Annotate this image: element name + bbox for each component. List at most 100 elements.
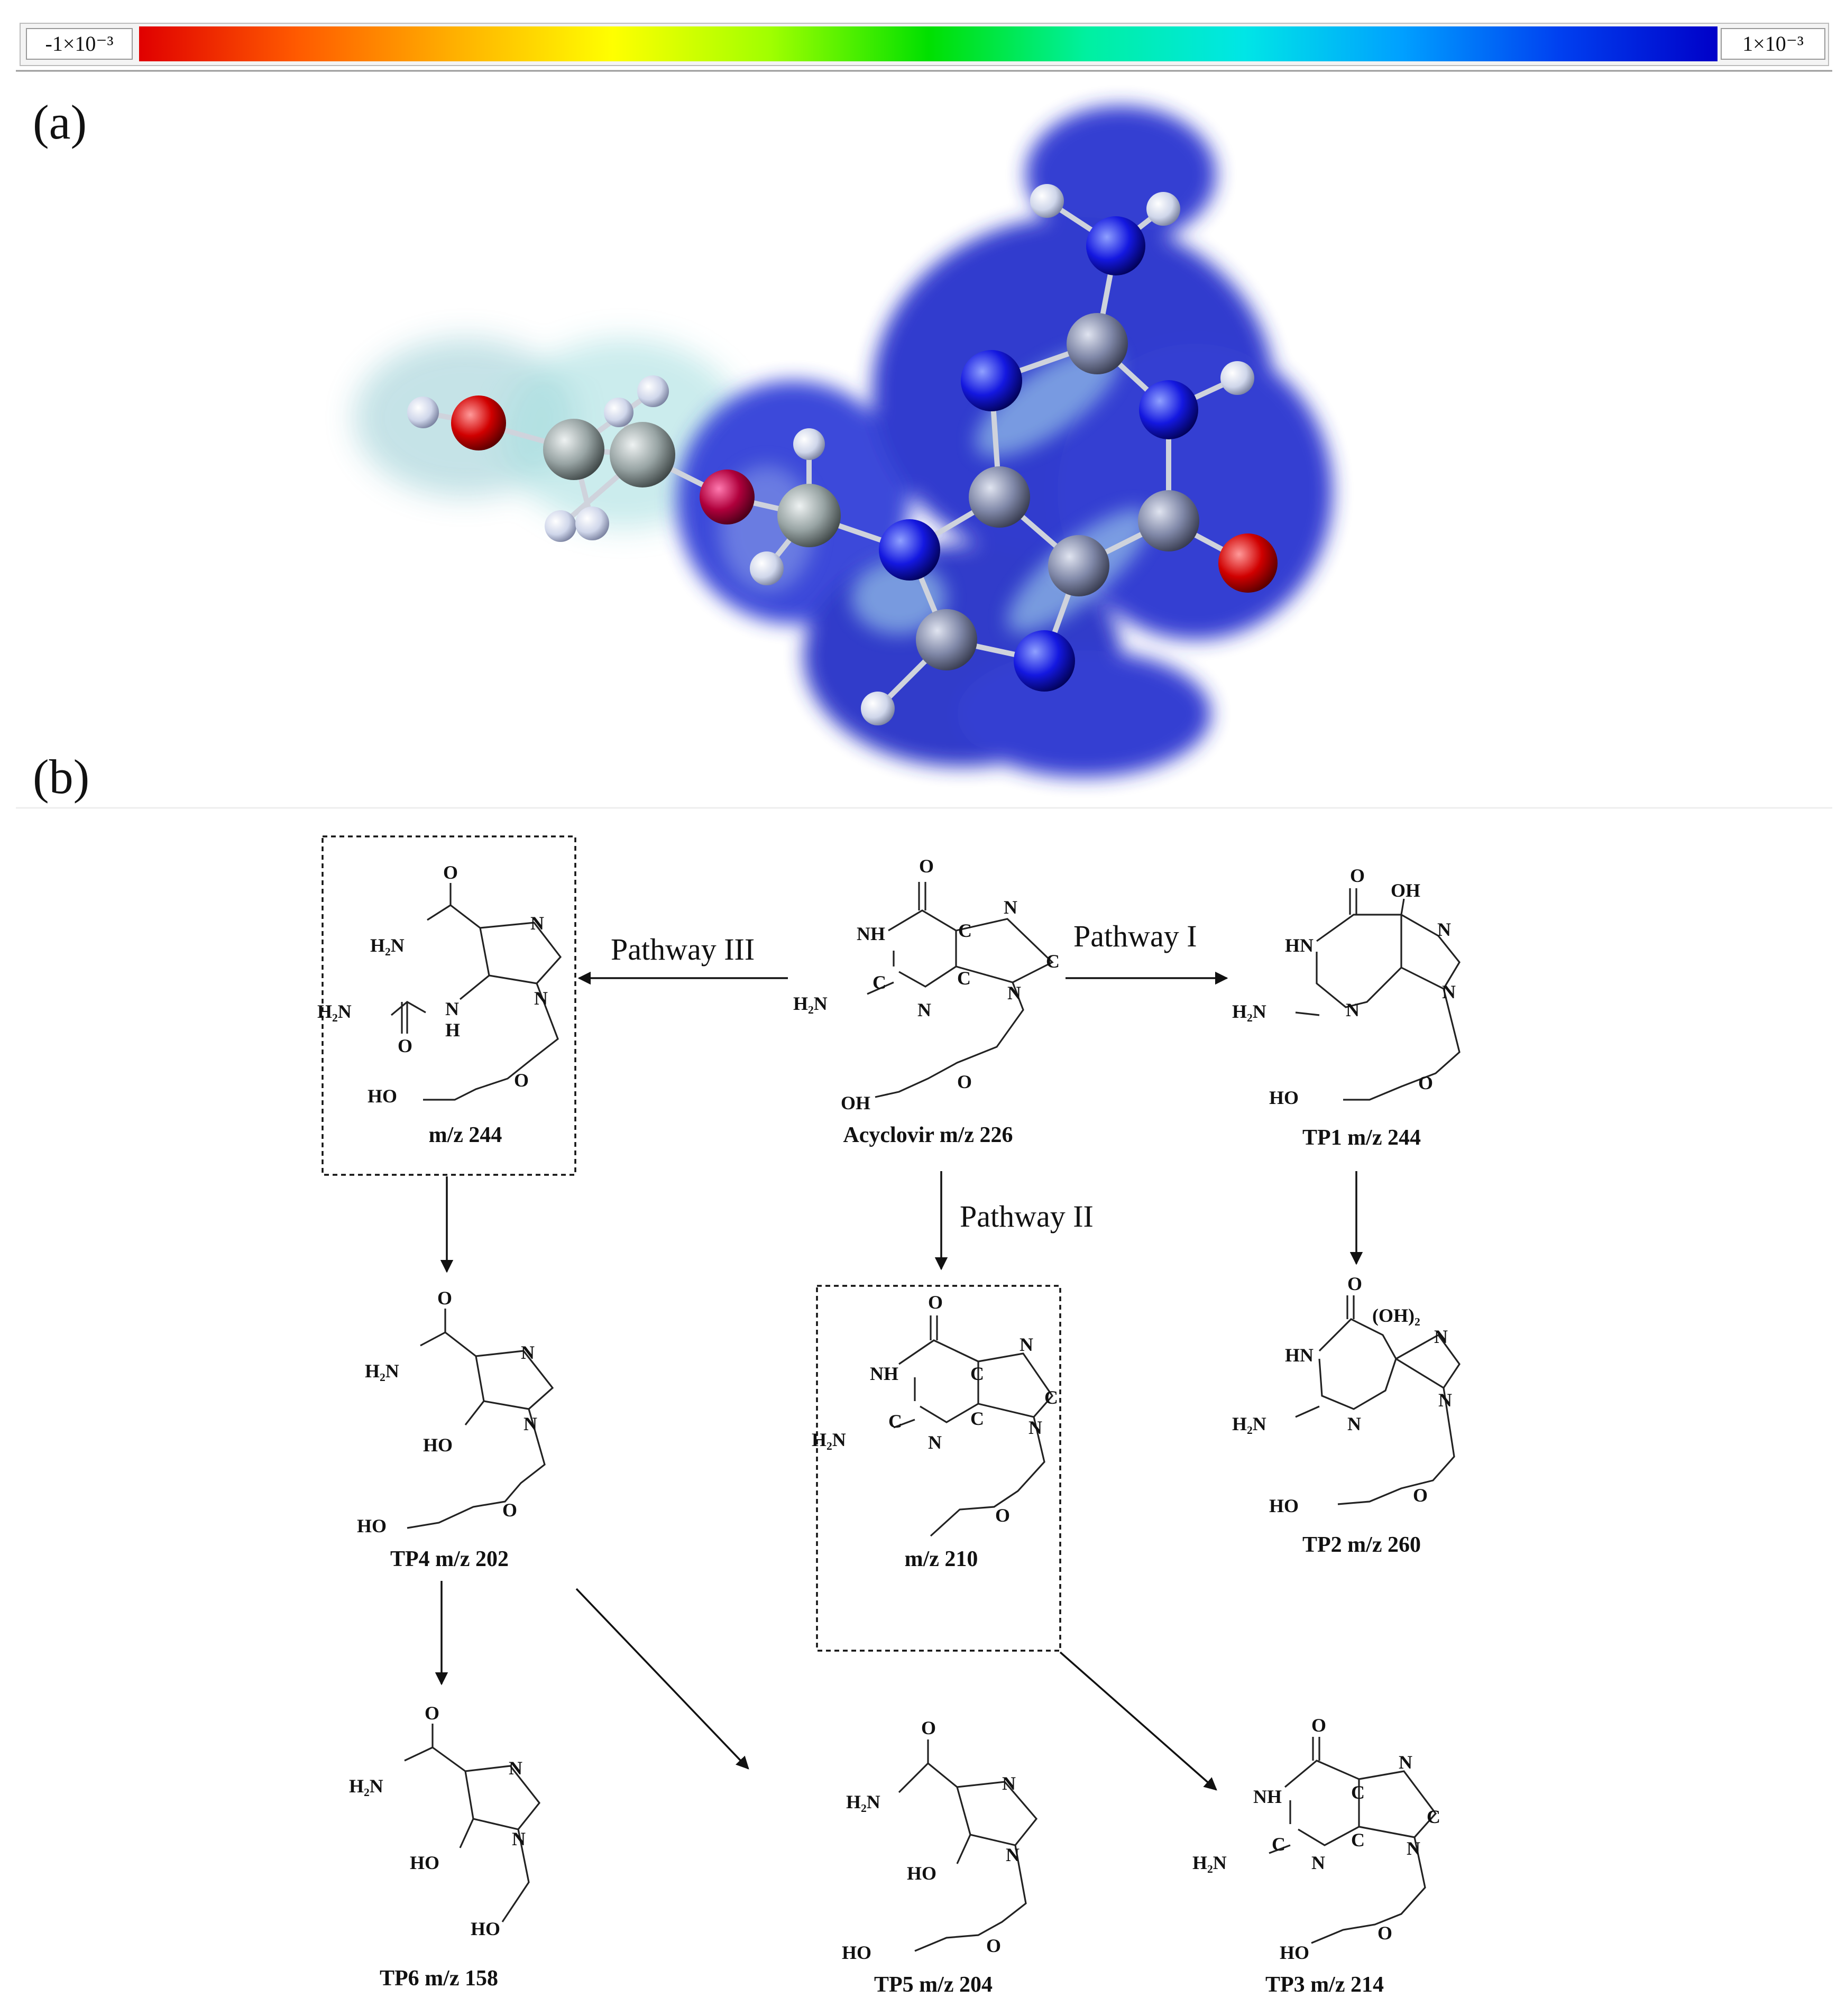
atom-label: OH bbox=[1391, 880, 1420, 901]
pathway-iii-label: Pathway III bbox=[611, 932, 755, 966]
atom-label: HO bbox=[357, 1515, 387, 1536]
carbon-atom bbox=[969, 466, 1030, 528]
atom-label: HO bbox=[1280, 1942, 1309, 1963]
atom-label: O bbox=[437, 1287, 452, 1309]
atom-label: N bbox=[917, 999, 931, 1020]
atom-label: N bbox=[1346, 999, 1360, 1020]
atom-label: O bbox=[1418, 1072, 1433, 1093]
carbon-atom bbox=[1138, 490, 1199, 551]
atom-label: NH bbox=[1253, 1786, 1282, 1807]
carbon-atom bbox=[610, 422, 675, 487]
atom-label: O bbox=[514, 1070, 529, 1091]
atom-label: N bbox=[534, 988, 548, 1009]
box-244-label: m/z 244 bbox=[429, 1123, 502, 1147]
atom-label: H₂N bbox=[370, 935, 405, 956]
hydrogen-atom bbox=[545, 510, 576, 542]
pathway-i-label: Pathway I bbox=[1073, 919, 1197, 953]
nitrogen-atom bbox=[961, 350, 1022, 411]
color-bar-min-label: -1×10⁻³ bbox=[45, 32, 114, 56]
atom-label: N bbox=[521, 1342, 535, 1363]
atom-label: H₂N bbox=[365, 1360, 399, 1382]
atom-label: O bbox=[502, 1499, 517, 1521]
panel-b-label: (b) bbox=[33, 750, 89, 804]
atom-label: N bbox=[524, 1413, 537, 1434]
atom-label: N bbox=[1438, 1389, 1452, 1411]
atom-label: HN bbox=[1285, 935, 1314, 956]
tp3-structure: O NH C N C N C N C H₂N O HO bbox=[1192, 1715, 1440, 1963]
molecule-3d-model bbox=[354, 106, 1333, 777]
atom-label: N bbox=[509, 1757, 522, 1779]
atom-label: O bbox=[1347, 1273, 1362, 1294]
atom-label: HO bbox=[1269, 1087, 1299, 1108]
hydrogen-atom bbox=[750, 551, 784, 585]
atom-label: C bbox=[970, 1363, 984, 1384]
nitrogen-atom bbox=[1014, 630, 1075, 692]
atom-label: O bbox=[1413, 1485, 1428, 1506]
atom-label: N bbox=[1020, 1334, 1033, 1355]
atom-label: H₂N bbox=[349, 1775, 383, 1797]
atom-label: C bbox=[958, 920, 972, 941]
atom-label: NH bbox=[857, 923, 885, 944]
atom-label: O bbox=[1311, 1715, 1326, 1736]
nitrogen-atom bbox=[879, 519, 940, 581]
tp4-structure: O H₂N N N HO O HO bbox=[357, 1287, 554, 1536]
panel-a-label: (a) bbox=[33, 95, 87, 149]
tp5-structure: O H₂N N N HO O HO bbox=[842, 1717, 1038, 1963]
atom-label: O bbox=[995, 1505, 1010, 1526]
atom-label: O bbox=[986, 1935, 1001, 1956]
atom-label: H₂N bbox=[1192, 1852, 1227, 1873]
atom-label: N bbox=[512, 1828, 526, 1849]
atom-label: HO bbox=[471, 1918, 500, 1939]
atom-label: NH bbox=[870, 1363, 898, 1384]
oxygen-atom bbox=[1218, 533, 1278, 593]
atom-label: HO bbox=[423, 1434, 453, 1456]
acyclovir-label: Acyclovir m/z 226 bbox=[843, 1123, 1013, 1147]
tp1-structure: O OH N HN N N H₂N O HO bbox=[1232, 865, 1461, 1108]
hydrogen-atom bbox=[1220, 361, 1254, 395]
atom-label: C bbox=[1427, 1806, 1440, 1827]
hydrogen-atom bbox=[407, 397, 439, 428]
tp6-label: TP6 m/z 158 bbox=[380, 1966, 498, 1991]
atom-label: C bbox=[888, 1411, 902, 1432]
color-bar-max-label: 1×10⁻³ bbox=[1742, 32, 1804, 56]
atom-label: C bbox=[1046, 951, 1060, 972]
atom-label: H₂N bbox=[793, 993, 828, 1014]
atom-label: C bbox=[957, 968, 971, 989]
atom-label: C bbox=[1272, 1834, 1285, 1855]
pathway-ii-label: Pathway II bbox=[960, 1199, 1094, 1233]
atom-label: N bbox=[1004, 897, 1017, 918]
atom-label: N bbox=[1006, 1844, 1020, 1865]
carbon-atom bbox=[1067, 313, 1128, 374]
model-atoms bbox=[407, 184, 1278, 725]
atom-label: H₂N bbox=[317, 1001, 352, 1022]
hydrogen-atom bbox=[575, 507, 609, 540]
hydrogen-atom bbox=[861, 692, 895, 725]
nitrogen-atom bbox=[1086, 216, 1145, 275]
atom-label: N bbox=[445, 998, 459, 1019]
atom-label: HO bbox=[842, 1942, 871, 1963]
atom-label: O bbox=[1377, 1922, 1392, 1944]
atom-label: C bbox=[873, 972, 886, 993]
carbon-atom bbox=[1048, 535, 1109, 596]
atom-label: N bbox=[1002, 1773, 1016, 1794]
tp1-label: TP1 m/z 244 bbox=[1302, 1126, 1421, 1150]
atom-label: O bbox=[919, 855, 934, 877]
carbon-atom bbox=[543, 419, 604, 480]
color-bar-min-box bbox=[26, 28, 133, 60]
atom-label: HO bbox=[410, 1852, 439, 1873]
hydrogen-atom bbox=[1030, 184, 1064, 218]
tp2-label: TP2 m/z 260 bbox=[1302, 1533, 1421, 1557]
atom-label: C bbox=[970, 1408, 984, 1429]
atom-label: N bbox=[1434, 1326, 1448, 1347]
hydrogen-atom bbox=[793, 428, 825, 460]
atom-label: HN bbox=[1285, 1345, 1314, 1366]
atom-label: H₂N bbox=[812, 1429, 846, 1450]
atom-label: N bbox=[928, 1432, 942, 1453]
box-210-label: m/z 210 bbox=[905, 1547, 978, 1571]
m-z-244-structure: O H₂N N N H₂N N H O O HO bbox=[317, 862, 562, 1107]
atom-label: O bbox=[425, 1702, 439, 1724]
arrow-tp4-to-tp5 bbox=[575, 1588, 749, 1770]
color-bar-gradient bbox=[139, 26, 1718, 61]
atom-label: O bbox=[921, 1717, 936, 1738]
